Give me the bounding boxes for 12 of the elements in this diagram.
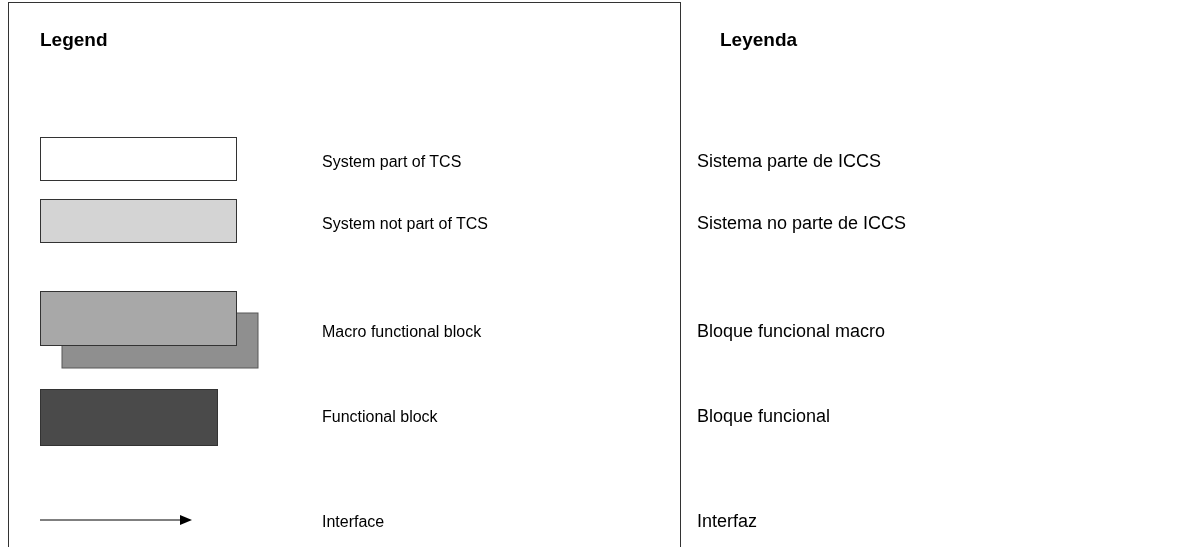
legend-text: Bloque funcional bbox=[697, 405, 831, 428]
legend-text: System part of TCS bbox=[322, 152, 462, 172]
legend-heading: Leyenda bbox=[720, 28, 798, 52]
legend-text: Interface bbox=[322, 512, 385, 532]
legend-heading: Legend bbox=[40, 28, 108, 52]
legend-text: System not part of TCS bbox=[322, 214, 488, 234]
legend-text: Sistema no parte de ICCS bbox=[697, 212, 907, 235]
legend-text: Interfaz bbox=[697, 510, 758, 533]
legend-text: Functional block bbox=[322, 407, 438, 427]
legend-text: Bloque funcional macro bbox=[697, 320, 886, 343]
legend-text: Sistema parte de ICCS bbox=[697, 150, 882, 173]
legend-text: Macro functional block bbox=[322, 322, 482, 342]
